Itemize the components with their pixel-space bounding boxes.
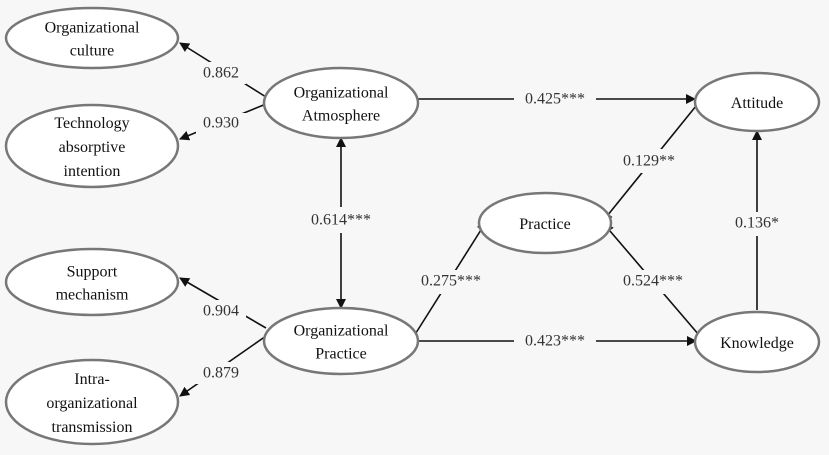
edge-practice-org-to-knowledge: 0.423*** [418, 331, 697, 353]
node-label-line: Organizational [294, 85, 389, 102]
edge-label-knowledge-practice: 0.524*** [623, 273, 683, 290]
node-intra-organizational-transmission: Intra-organizational transmission [4, 358, 180, 446]
node-label-line: organizational [46, 395, 138, 412]
node-label-line: absorptive [59, 139, 126, 156]
node-label-line: transmission [52, 419, 133, 436]
node-label-line: Support [67, 264, 118, 281]
node-label-line: intention [64, 163, 121, 180]
node-label-line: Organizational [294, 323, 389, 340]
edge-label-practice-org-knowledge: 0.423*** [525, 333, 585, 350]
node-label-line: Practice [315, 346, 367, 363]
edge-label-practice-intra: 0.879 [203, 365, 239, 382]
edge-attitude-to-practice: 0.129** [602, 105, 697, 222]
node-practice: Practice [477, 191, 613, 255]
node-organizational-culture: Organizational culture [4, 6, 180, 70]
node-attitude: Attitude [693, 71, 821, 133]
edge-atmosphere-practice-org: 0.614*** [300, 137, 382, 309]
edge-label-atmosphere-practice-org: 0.614*** [311, 212, 371, 229]
svg-text:Practice: Practice [519, 216, 571, 233]
node-support-mechanism: Support mechanism [4, 247, 180, 317]
svg-text:Attitude: Attitude [731, 95, 783, 112]
edge-atmosphere-to-technology: 0.930 [179, 103, 267, 141]
edge-practice-org-to-intra: 0.879 [179, 335, 267, 397]
node-label-line: Technology [54, 115, 129, 132]
node-label-line: mechanism [56, 287, 129, 304]
node-label-line: Organizational [45, 20, 140, 37]
edge-practice-org-to-support: 0.904 [179, 277, 267, 329]
node-label-line: Knowledge [720, 335, 794, 352]
node-label-line: Attitude [731, 95, 783, 112]
edge-label-atmosphere-technology: 0.930 [203, 115, 239, 132]
edge-label-knowledge-attitude: 0.136* [735, 215, 779, 232]
edge-practice-org-to-practice: 0.275*** [410, 221, 492, 337]
edge-atmosphere-to-attitude: 0.425*** [418, 89, 696, 111]
node-label-line: Atmosphere [302, 108, 380, 125]
edge-label-atmosphere-culture: 0.862 [203, 65, 239, 82]
edge-knowledge-to-attitude: 0.136* [722, 130, 792, 310]
node-knowledge: Knowledge [693, 310, 821, 374]
edge-label-practice-support: 0.904 [203, 303, 239, 320]
node-technology-absorptive-intention: Technology absorptive intention [4, 103, 180, 189]
node-label-line: culture [70, 43, 114, 60]
node-label-line: Intra- [74, 371, 110, 388]
edge-label-attitude-practice: 0.129** [623, 153, 675, 170]
edge-atmosphere-to-culture: 0.862 [179, 42, 267, 98]
edge-label-practice-org-practice: 0.275*** [421, 273, 481, 290]
node-label-line: Practice [519, 216, 571, 233]
svg-text:Knowledge: Knowledge [720, 335, 794, 352]
edge-knowledge-to-practice: 0.524*** [603, 223, 700, 336]
edge-label-atmosphere-attitude: 0.425*** [525, 91, 585, 108]
